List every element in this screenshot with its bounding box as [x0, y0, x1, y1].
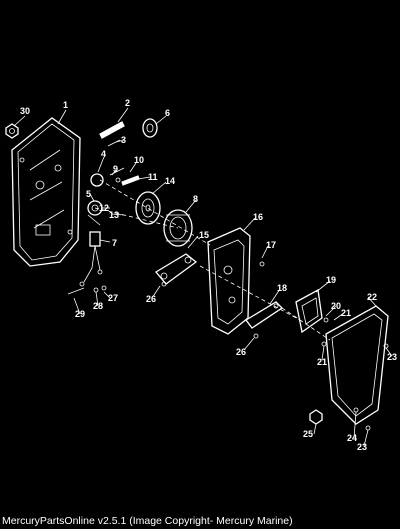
callout-23c: 23: [357, 442, 367, 452]
callout-26a: 26: [146, 294, 156, 304]
callout-12: 12: [99, 203, 109, 213]
small-hardware-parts: [90, 167, 140, 187]
copyright-footer: MercuryPartsOnline v2.5.1 (Image Copyrig…: [2, 515, 293, 527]
callout-2: 2: [125, 98, 130, 108]
callout-21a: 21: [341, 308, 351, 318]
callout-23a: 23: [387, 352, 397, 362]
callout-27: 27: [108, 293, 118, 303]
housing-part: [11, 117, 81, 267]
callout-17: 17: [266, 240, 276, 250]
callout-13: 13: [109, 210, 119, 220]
callout-29: 29: [75, 309, 85, 319]
bracket-plate-part: [207, 227, 251, 335]
disc-part: [135, 191, 161, 225]
leader-lines: [13, 107, 393, 447]
callout-5: 5: [86, 189, 91, 199]
link-part: [245, 301, 284, 329]
callout-14: 14: [165, 176, 175, 186]
callout-3: 3: [121, 135, 126, 145]
washer-part: [142, 118, 158, 138]
callout-15: 15: [199, 230, 209, 240]
callout-labels: 30 1 2 3 6 4 9 10 11 14 5 12 13 8 16 15 …: [20, 98, 397, 452]
callout-24: 24: [347, 433, 357, 443]
callout-9: 9: [113, 164, 118, 174]
callout-25: 25: [303, 429, 313, 439]
callout-22: 22: [367, 292, 377, 302]
nut-part: [5, 123, 19, 139]
callout-26b: 26: [236, 347, 246, 357]
callout-19: 19: [326, 275, 336, 285]
callout-7: 7: [112, 238, 117, 248]
lever-part: [155, 253, 198, 285]
callout-18: 18: [277, 283, 287, 293]
callout-28: 28: [93, 301, 103, 311]
callout-16: 16: [253, 212, 263, 222]
callout-21b: 21: [317, 357, 327, 367]
fastener-parts: [67, 285, 107, 295]
callout-10: 10: [134, 155, 144, 165]
callout-30: 30: [20, 106, 30, 116]
callout-11: 11: [148, 172, 158, 182]
pin-parts: [99, 121, 125, 147]
callout-4: 4: [101, 149, 106, 159]
callout-20: 20: [331, 301, 341, 311]
cable-clip-parts: [79, 231, 103, 287]
alignment-lines: [94, 179, 331, 341]
gear-assembly-part: [163, 209, 193, 247]
callout-1: 1: [63, 100, 68, 110]
small-bracket-part: [295, 288, 329, 347]
screw-parts: [161, 261, 265, 339]
callout-8: 8: [193, 194, 198, 204]
callout-6: 6: [165, 108, 170, 118]
cover-part: [325, 305, 389, 425]
